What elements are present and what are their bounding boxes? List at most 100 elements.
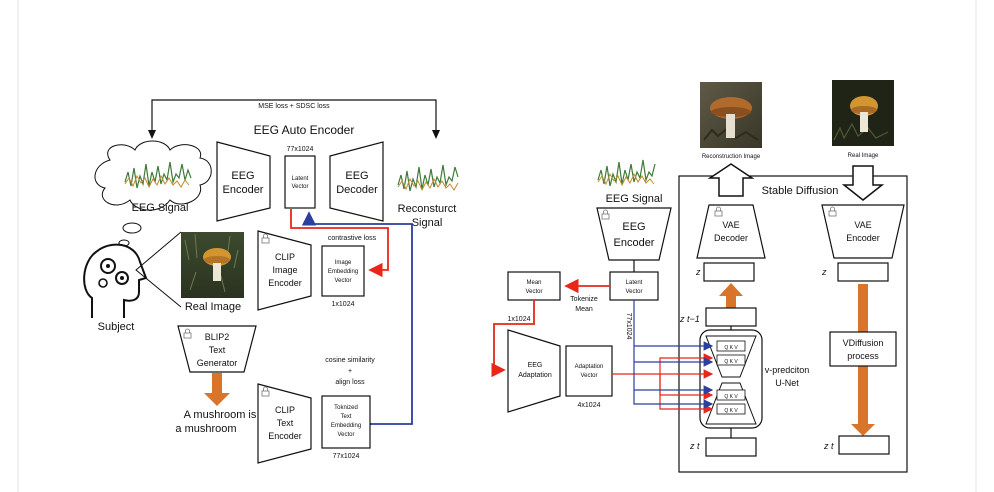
svg-text:Image: Image — [272, 265, 297, 275]
lock-icon — [828, 206, 837, 217]
lock-icon — [601, 209, 610, 220]
autoencoder-title: EEG Auto Encoder — [254, 123, 355, 137]
contrastive-loss-label: contrastive loss — [328, 235, 377, 242]
svg-text:Vector: Vector — [580, 373, 597, 379]
real-image-photo-left — [181, 232, 244, 298]
vdiffusion-process-box: VDiffusion process — [829, 331, 897, 367]
stable-diffusion-frame — [678, 175, 908, 473]
cosine-label: cosine similarity — [325, 357, 375, 364]
thought-cloud — [94, 140, 212, 247]
z-t-label-left: z t — [689, 441, 700, 451]
svg-text:BLIP2: BLIP2 — [205, 332, 230, 342]
z-label-right: z — [821, 267, 827, 277]
svg-text:align loss: align loss — [335, 379, 365, 386]
z-box-right — [837, 262, 889, 282]
adaptation-vector-box: Adaptation Vector — [565, 345, 613, 397]
clip-text-encoder-block: CLIP Text Encoder — [257, 383, 312, 464]
image-embedding-dim: 1x1024 — [332, 301, 355, 308]
svg-text:Latent: Latent — [626, 280, 643, 286]
latent-vector-right-box: Latent Vector — [609, 271, 659, 301]
svg-text:VDiffusion: VDiffusion — [843, 338, 884, 348]
qkv-label: Q K V — [724, 345, 738, 351]
eeg-encoder-block: EEG Encoder — [216, 141, 271, 222]
clip-image-encoder-block: CLIP Image Encoder — [257, 230, 312, 311]
z-t-label-right: z t — [823, 441, 834, 451]
svg-text:Q K V: Q K V — [724, 408, 738, 414]
unet-block: Q K V Q K V Q K V Q K V — [699, 329, 763, 429]
svg-text:Text: Text — [277, 418, 294, 428]
mean-to-adaptation-arrow — [491, 300, 535, 378]
svg-text:Generator: Generator — [197, 358, 238, 368]
blip2-generator-block: BLIP2 Text Generator — [177, 325, 257, 373]
svg-text:a mushroom: a mushroom — [175, 423, 236, 435]
svg-text:Vector: Vector — [525, 289, 542, 295]
text-embedding-dim: 77x1024 — [333, 453, 360, 460]
dim-1x1024-label: 1x1024 — [508, 316, 531, 323]
svg-text:Latent: Latent — [292, 176, 309, 182]
svg-text:Mean: Mean — [526, 280, 541, 286]
svg-text:Signal: Signal — [412, 217, 443, 229]
lock-icon — [183, 328, 192, 339]
real-image-label-left: Real Image — [185, 301, 241, 313]
svg-text:Encoder: Encoder — [268, 431, 302, 441]
real-image-label-right: Real Image — [848, 153, 879, 159]
z-t-minus-1-label: z t−1 — [679, 314, 700, 324]
real-image-photo-right — [832, 80, 894, 146]
svg-text:process: process — [847, 351, 879, 361]
stable-diffusion-title: Stable Diffusion — [762, 185, 839, 197]
adaptation-to-unet-arrows — [612, 353, 714, 414]
reconstruction-image-photo — [700, 82, 762, 148]
input-hollow-arrow — [841, 165, 885, 201]
z-t-box-left — [705, 437, 757, 457]
eeg-signal-label-right: EEG Signal — [606, 193, 663, 205]
latent-dim-label: 77x1024 — [287, 146, 314, 153]
svg-text:Vector: Vector — [334, 278, 351, 284]
z-t-box-right — [838, 435, 890, 455]
svg-text:Embedding: Embedding — [331, 423, 361, 429]
z-box-left — [703, 262, 755, 282]
lock-icon — [261, 386, 270, 397]
eeg-waveform-reconstruct — [397, 164, 459, 192]
z-t-minus-1-box — [705, 307, 757, 327]
svg-text:U-Net: U-Net — [775, 378, 799, 388]
contrastive-loss-arrow: contrastive loss — [290, 209, 389, 278]
svg-text:Vector: Vector — [337, 432, 354, 438]
svg-text:Text: Text — [209, 345, 226, 355]
mse-loss-bracket: MSE loss + SDSC loss — [148, 99, 440, 139]
mse-loss-label: MSE loss + SDSC loss — [258, 103, 330, 110]
text-embedding-box: Toknized Text Embedding Vector — [321, 395, 371, 449]
latent-vector-box: Latent Vector — [284, 155, 316, 209]
svg-text:Encoder: Encoder — [614, 237, 655, 249]
subject-head-icon — [83, 243, 148, 318]
latent-to-unet-arrows — [633, 300, 714, 409]
svg-text:Vector: Vector — [625, 289, 642, 295]
tokenize-mean-label: Tokenize — [570, 296, 598, 303]
svg-text:EEG: EEG — [622, 221, 645, 233]
svg-text:CLIP: CLIP — [275, 252, 295, 262]
image-embedding-box: Image Embedding Vector — [321, 245, 365, 297]
blip2-output-arrow — [204, 373, 230, 406]
eeg-adaptation-block: EEG Adaptation — [507, 329, 561, 413]
adaptation-dim-label: 4x1024 — [578, 402, 601, 409]
svg-text:Adaptation: Adaptation — [518, 372, 552, 379]
subject-label: Subject — [98, 321, 135, 333]
dim-77x1024-label: 77x1024 — [625, 313, 632, 340]
vae-decoder-block: VAE Decoder — [696, 204, 766, 259]
svg-text:Q K V: Q K V — [724, 359, 738, 365]
output-hollow-arrow — [707, 163, 755, 197]
svg-text:Mean: Mean — [575, 306, 593, 313]
svg-text:Decoder: Decoder — [714, 233, 748, 243]
svg-text:Toknized: Toknized — [334, 405, 358, 411]
svg-text:Adaptation: Adaptation — [575, 364, 604, 370]
svg-text:Encoder: Encoder — [268, 278, 302, 288]
eeg-encoder-right-block: EEG Encoder — [596, 207, 672, 261]
mean-vector-box: Mean Vector — [507, 271, 561, 301]
eeg-decoder-block: EEG Decoder — [329, 141, 384, 222]
svg-text:EEG: EEG — [345, 170, 368, 182]
eeg-waveform-left — [124, 161, 192, 189]
view-cone — [135, 231, 182, 308]
svg-text:Decoder: Decoder — [336, 184, 378, 196]
eeg-signal-label: EEG Signal — [132, 202, 189, 214]
svg-text:VAE: VAE — [854, 220, 871, 230]
